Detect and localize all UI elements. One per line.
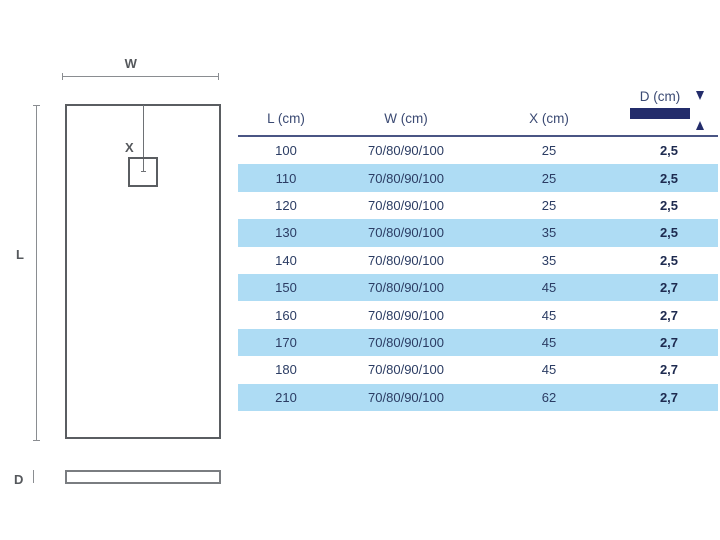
drain-square [128, 157, 158, 187]
table-row: 100 70/80/90/100 25 2,5 [238, 136, 718, 164]
cell-length: 180 [275, 362, 297, 378]
cell-depth: 2,7 [659, 389, 679, 405]
table-body: 100 70/80/90/100 25 2,5 110 70/80/90/100 25 2,5… [238, 136, 718, 411]
cell-offset: 35 [541, 252, 557, 268]
cell-offset: 45 [541, 307, 557, 323]
cell-width: 70/80/90/100 [368, 280, 444, 296]
cell-depth: 2,7 [659, 334, 679, 350]
table-row: 120 70/80/90/100 25 2,5 [238, 192, 718, 219]
table-row: 160 70/80/90/100 45 2,7 [238, 301, 718, 328]
cell-length: 100 [275, 143, 297, 159]
depth-dimension-label: D [14, 472, 24, 487]
column-header-length: L (cm) [238, 111, 334, 137]
cell-offset: 35 [541, 225, 557, 241]
cell-depth: 2,5 [659, 225, 679, 241]
cell-length: 110 [275, 170, 297, 186]
cell-width: 70/80/90/100 [368, 334, 444, 350]
dimensions-table: L (cm) W (cm) X (cm) 100 70/80/90/100 25 2,… [238, 111, 718, 411]
cell-width: 70/80/90/100 [368, 252, 444, 268]
cell-depth: 2,5 [659, 252, 679, 268]
length-dimension-label: L [16, 247, 25, 262]
cell-length: 120 [275, 197, 297, 213]
table-row: 210 70/80/90/100 62 2,7 [238, 383, 718, 411]
cell-width: 70/80/90/100 [368, 225, 444, 241]
cell-length: 130 [275, 225, 297, 241]
cell-width: 70/80/90/100 [368, 389, 444, 405]
cell-offset: 45 [541, 280, 557, 296]
drain-offset-label: X [125, 140, 135, 155]
cell-offset: 25 [541, 170, 557, 186]
cell-offset: 45 [541, 362, 557, 378]
depth-header-label: D (cm) [639, 89, 681, 104]
tray-side-profile [65, 470, 221, 484]
table-row: 170 70/80/90/100 45 2,7 [238, 328, 718, 357]
column-header-width: W (cm) [334, 111, 478, 137]
cell-width: 70/80/90/100 [368, 143, 444, 159]
drain-offset-dimension-line [141, 105, 146, 172]
cell-offset: 25 [541, 197, 557, 213]
column-header-offset: X (cm) [478, 111, 620, 137]
depth-header-block: D (cm) [620, 88, 718, 136]
technical-drawing: W L X D [0, 0, 240, 540]
table-row: 110 70/80/90/100 25 2,5 [238, 164, 718, 192]
cell-depth: 2,7 [659, 362, 679, 378]
arrow-up-icon [696, 121, 704, 130]
depth-dimension-tick [33, 470, 34, 483]
cell-length: 160 [275, 307, 297, 323]
table-row: 130 70/80/90/100 35 2,5 [238, 219, 718, 247]
cell-length: 170 [275, 334, 297, 350]
arrow-down-icon [696, 91, 704, 100]
depth-bar-graphic [630, 108, 690, 119]
length-dimension-line [33, 105, 40, 441]
cell-depth: 2,5 [659, 197, 679, 213]
cell-length: 140 [275, 252, 297, 268]
cell-depth: 2,5 [659, 143, 679, 159]
table-row: 140 70/80/90/100 35 2,5 [238, 247, 718, 274]
specification-table: D (cm) L (cm) W (cm) X (cm) 100 70/80/90/… [238, 88, 718, 411]
cell-width: 70/80/90/100 [368, 170, 444, 186]
width-dimension-label: W [124, 56, 138, 71]
table-row: 180 70/80/90/100 45 2,7 [238, 356, 718, 383]
cell-length: 150 [275, 280, 297, 296]
cell-offset: 45 [541, 334, 557, 350]
width-dimension-line [62, 73, 219, 80]
cell-depth: 2,7 [659, 307, 679, 323]
table-row: 150 70/80/90/100 45 2,7 [238, 273, 718, 302]
cell-length: 210 [275, 389, 297, 405]
cell-width: 70/80/90/100 [368, 307, 444, 323]
cell-width: 70/80/90/100 [368, 197, 444, 213]
cell-offset: 25 [541, 143, 557, 159]
cell-offset: 62 [541, 389, 557, 405]
cell-depth: 2,5 [659, 170, 679, 186]
cell-width: 70/80/90/100 [368, 362, 444, 378]
cell-depth: 2,7 [659, 280, 679, 296]
